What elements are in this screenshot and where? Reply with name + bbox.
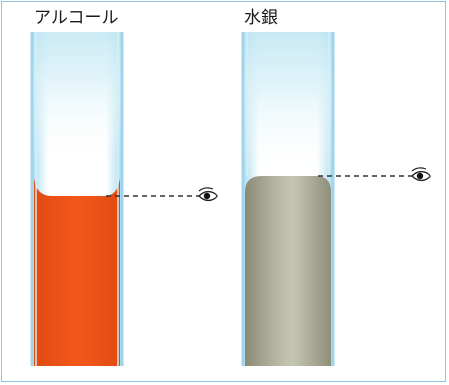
alcohol-tube xyxy=(30,32,124,366)
alcohol-tube-glass-tint xyxy=(32,32,122,162)
mercury-tube-glass-tint xyxy=(243,32,333,177)
mercury-label: 水銀 xyxy=(244,8,278,28)
eye-icon xyxy=(198,187,218,202)
mercury-liquid xyxy=(245,176,331,366)
mercury-tube xyxy=(241,32,335,366)
alcohol-liquid xyxy=(34,178,120,366)
eye-icon xyxy=(411,167,431,182)
alcohol-label: アルコール xyxy=(34,8,119,28)
